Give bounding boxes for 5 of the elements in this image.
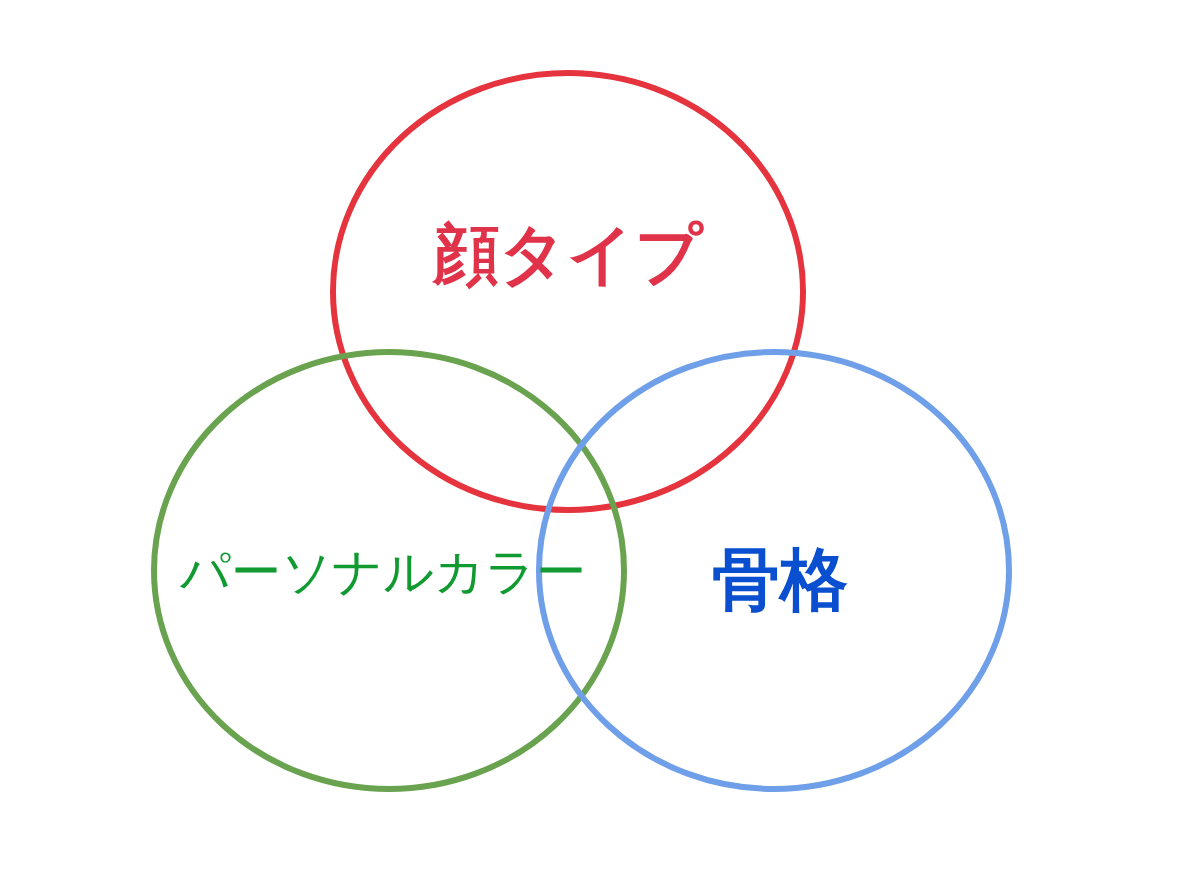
- circle-label: 顔タイプ: [433, 218, 703, 292]
- venn-circle: [330, 70, 806, 513]
- venn-circle: [536, 349, 1012, 792]
- circle-label: 骨格: [712, 542, 848, 618]
- venn-circle: [151, 349, 627, 792]
